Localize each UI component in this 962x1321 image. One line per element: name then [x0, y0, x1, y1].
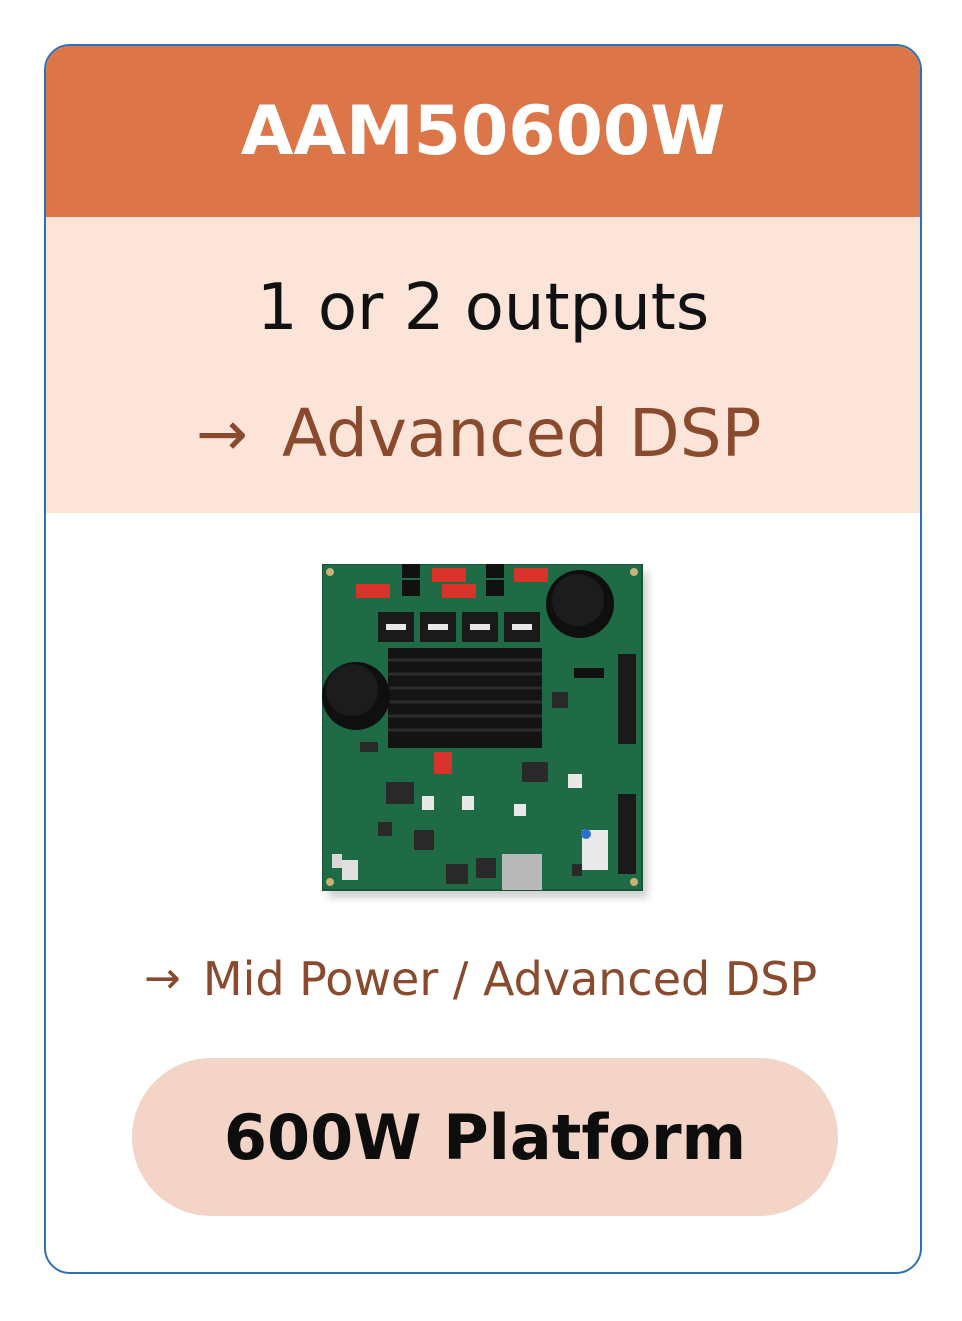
platform-badge: 600W Platform — [132, 1058, 838, 1216]
platform-label: 600W Platform — [223, 1100, 747, 1174]
board-image — [322, 564, 648, 898]
arrow-right-icon: → — [196, 397, 248, 470]
tagline-label: Mid Power / Advanced DSP — [202, 952, 818, 1006]
product-header: AAM50600W — [46, 46, 920, 217]
amplifier-board-photo — [322, 564, 643, 891]
product-title: AAM50600W — [240, 92, 726, 171]
arrow-right-icon: → — [144, 953, 181, 1004]
tagline: → Mid Power / Advanced DSP — [144, 956, 817, 1002]
dsp-label: Advanced DSP — [281, 395, 762, 472]
outputs-text: 1 or 2 outputs — [256, 271, 710, 345]
dsp-feature: → Advanced DSP — [196, 401, 761, 467]
product-card: AAM50600W 1 or 2 outputs → Advanced DSP — [44, 44, 922, 1274]
feature-band — [46, 217, 920, 513]
